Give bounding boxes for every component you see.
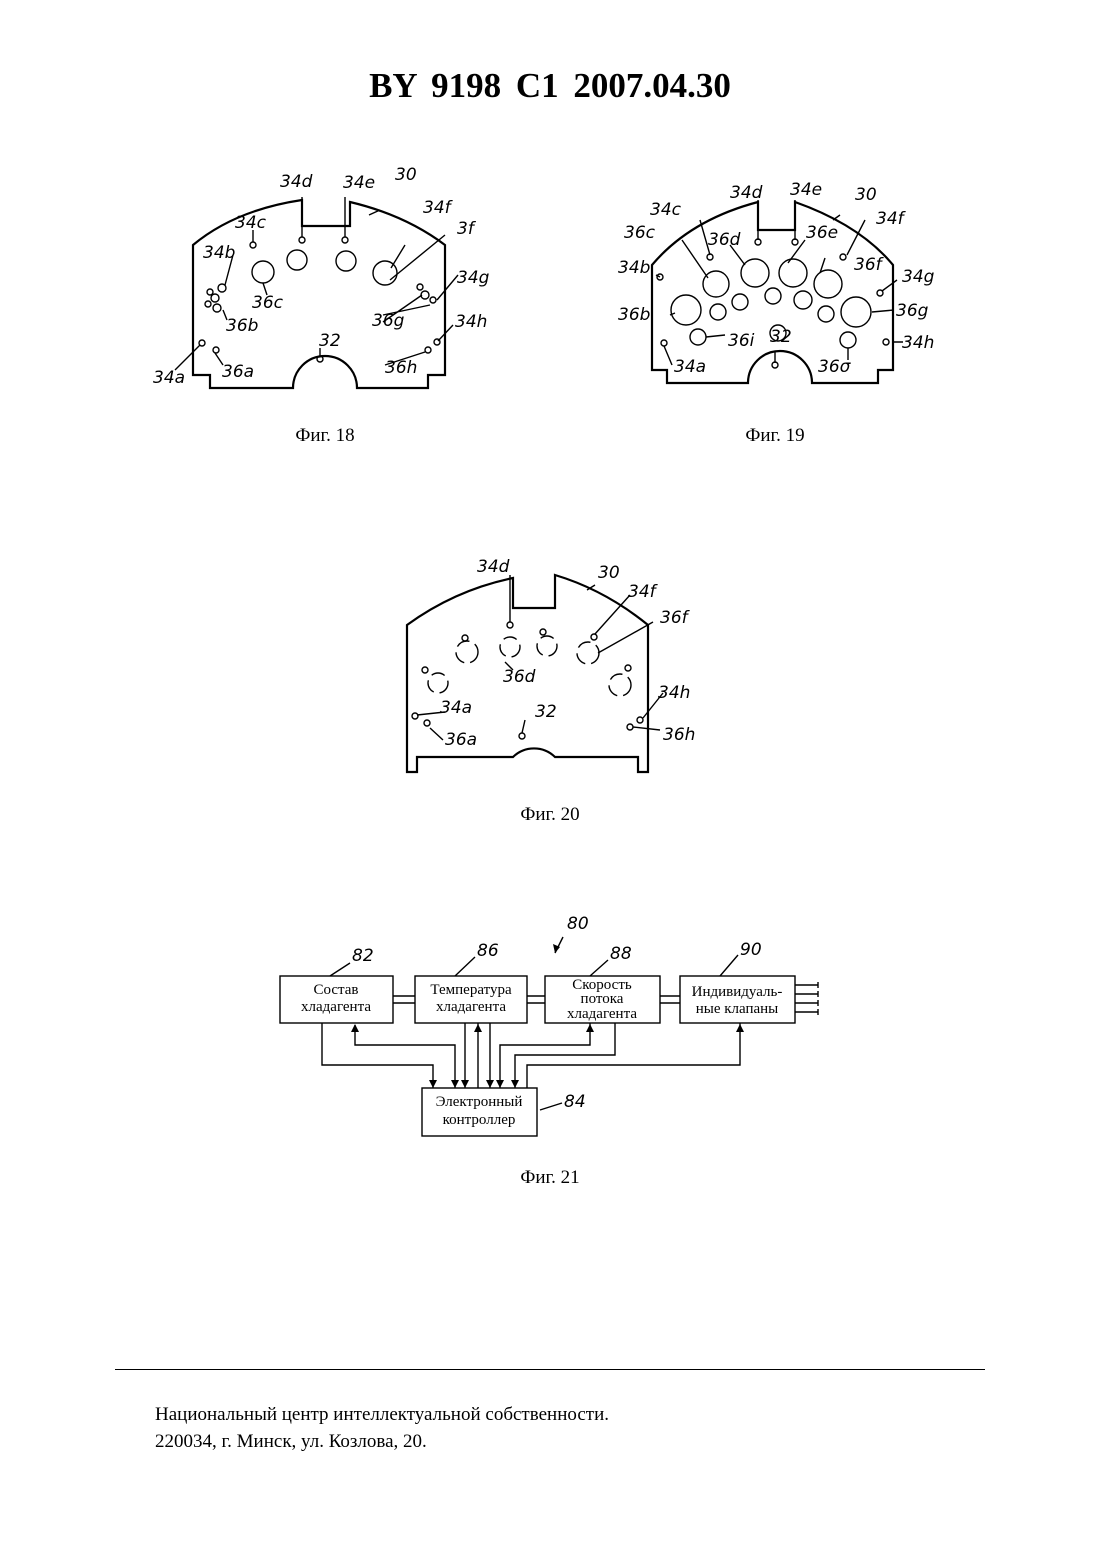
fig21-label: 82 [352, 946, 374, 966]
fig19-label: 36f [854, 255, 885, 275]
figure-caption: Фиг. 18 [245, 425, 405, 447]
footer-line: 220034, г. Минск, ул. Козлова, 20. [155, 1428, 609, 1455]
fig18-label: 30 [395, 165, 417, 185]
fig18-label: 3f [457, 219, 477, 239]
fig20-label: 34h [658, 683, 690, 703]
fig18-label: 36b [226, 316, 258, 336]
fig20-label: 32 [535, 702, 557, 722]
fig18-label: 36g [372, 311, 405, 331]
fig21-label: 90 [740, 940, 762, 960]
block-text: Индивидуаль- [692, 984, 783, 1000]
figure-21-block-diagram: Состав хладагента Температура хладагента… [270, 905, 830, 1145]
figure-caption: Фиг. 19 [695, 425, 855, 447]
fig20-label: 30 [598, 563, 620, 583]
fig18-label: 34f [423, 198, 454, 218]
block-text: Состав [313, 982, 358, 998]
fig21-label: 80 [567, 914, 589, 934]
fig20-label: 36a [445, 730, 477, 750]
fig18-label: 34a [153, 368, 185, 388]
fig20-label: 34a [440, 698, 472, 718]
fig19-label: 36σ [818, 357, 852, 377]
footer-divider [115, 1369, 985, 1370]
fig18-label: 34h [455, 312, 487, 332]
figure-18-drawing: 34d 34e 30 34f 3f 34c 34b 36c 36b 34g 36… [145, 160, 505, 400]
fig19-label: 34f [876, 209, 907, 229]
page-title: BY 9198 C1 2007.04.30 [0, 66, 1100, 106]
fig19-label: 36i [728, 331, 755, 351]
block-text: контроллер [443, 1112, 516, 1128]
footer-line: Национальный центр интеллектуальной собс… [155, 1401, 609, 1428]
fig18-label: 34e [343, 173, 375, 193]
fig19-label: 36e [806, 223, 838, 243]
fig18-label: 34d [280, 172, 313, 192]
fig18-label: 36c [252, 293, 284, 313]
fig20-label: 34d [477, 557, 510, 577]
fig19-label: 34b [618, 258, 650, 278]
fig21-label: 88 [610, 944, 632, 964]
fig21-label: 84 [564, 1092, 586, 1112]
fig19-label: 36c [624, 223, 656, 243]
block-text: хладагента [567, 1006, 637, 1022]
fig19-label: 36d [708, 230, 741, 250]
fig19-label: 30 [855, 185, 877, 205]
fig19-label: 34a [674, 357, 706, 377]
fig20-label: 36d [503, 667, 536, 687]
fig21-label: 86 [477, 941, 499, 961]
fig18-label: 36h [385, 358, 417, 378]
fig19-label: 34h [902, 333, 934, 353]
fig18-label: 34b [203, 243, 235, 263]
fig18-label: 34c [235, 213, 267, 233]
fig18-label: 32 [319, 331, 341, 351]
block-text: хладагента [436, 999, 506, 1015]
fig19-label: 34g [902, 267, 935, 287]
figure-20-drawing: 34d 30 34f 36f 36d 34h 34a 32 36a 36h [395, 550, 715, 785]
fig19-label: 32 [770, 327, 792, 347]
fig20-label: 36h [663, 725, 695, 745]
block-text: Электронный [436, 1094, 523, 1110]
fig18-label: 34g [457, 268, 490, 288]
fig19-label: 36b [618, 305, 650, 325]
fig18-label: 36a [222, 362, 254, 382]
fig19-label: 34e [790, 180, 822, 200]
fig19-label: 34c [650, 200, 682, 220]
figure-caption: Фиг. 20 [470, 804, 630, 826]
fig20-label: 34f [628, 582, 659, 602]
block-text: Температура [430, 982, 512, 998]
figure-19-drawing: 34d 34e 30 34f 34c 36c 36d 36e 36f 34b 3… [610, 170, 960, 405]
fig20-label: 36f [660, 608, 691, 628]
footer: Национальный центр интеллектуальной собс… [155, 1401, 609, 1455]
block-text: хладагента [301, 999, 371, 1015]
block-text: ные клапаны [696, 1001, 779, 1017]
fig19-label: 34d [730, 183, 763, 203]
fig19-label: 36g [896, 301, 929, 321]
figure-caption: Фиг. 21 [470, 1167, 630, 1189]
block-text: потока [581, 991, 624, 1007]
